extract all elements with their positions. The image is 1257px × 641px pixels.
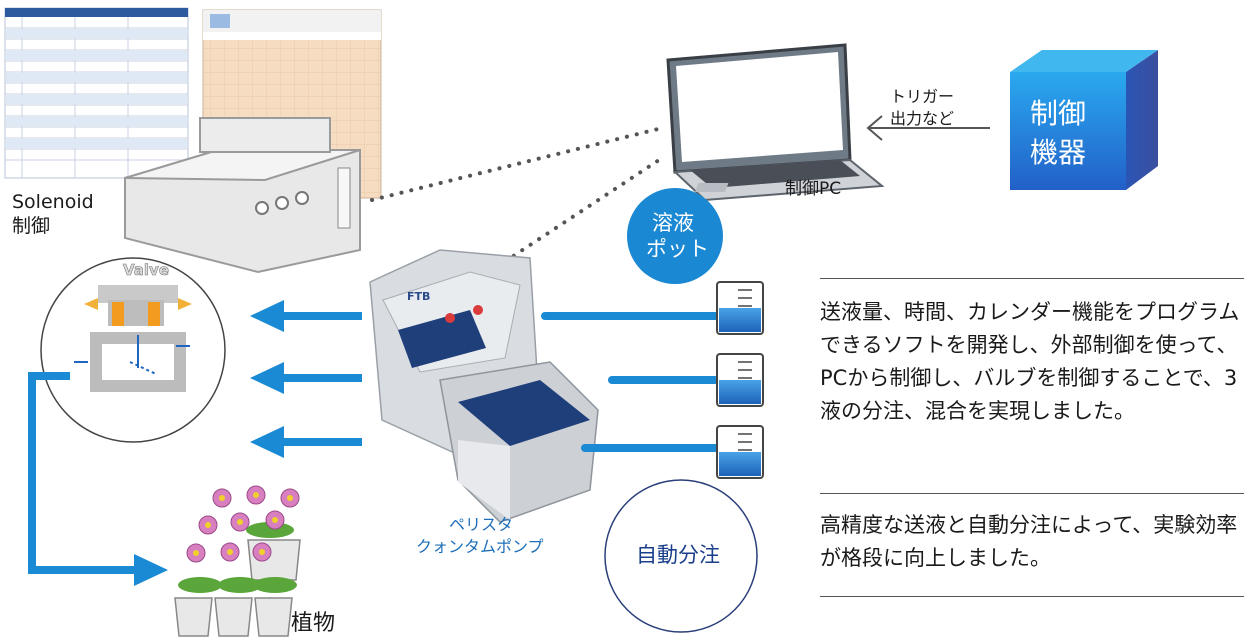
trigger-arrow	[866, 115, 990, 141]
peristaltic-pump-device: FTB	[369, 249, 599, 523]
pump-label-line1: ペリスタ	[449, 515, 513, 534]
divider-top	[820, 278, 1244, 279]
beaker-icon-1	[716, 281, 764, 335]
solenoid-label-line2: 制御	[12, 215, 51, 237]
pc-connection-dots	[370, 126, 664, 280]
pot-label-line1: 溶液	[652, 211, 694, 235]
pc-label: 制御PC	[785, 179, 841, 199]
control-device-label-line2: 機器	[1030, 136, 1086, 169]
valve-label: Valve	[123, 261, 169, 279]
solenoid-label-line1: Solenoid	[12, 191, 94, 213]
auto-dispense-badge	[604, 479, 758, 633]
valve-illustration: Valve	[40, 257, 226, 443]
control-device-box	[1010, 50, 1158, 190]
description-paragraph-1: 送液量、時間、カレンダー機能をプログラムできるソフトを開発し、外部制御を使って、…	[820, 300, 1240, 423]
trigger-label-line2: 出力など	[890, 109, 954, 128]
pump-label-line2: クォンタムポンプ	[416, 537, 544, 556]
plant-label: 植物	[291, 611, 336, 636]
laptop-icon	[666, 43, 885, 202]
plant-pots-illustration	[174, 485, 301, 637]
plant-feed-arrow	[28, 372, 168, 586]
description-paragraph-2: 高精度な送液と自動分注によって、実験効率が格段に向上しました。	[820, 513, 1238, 570]
solenoid-label: Solenoid 制御	[12, 190, 94, 238]
trigger-label-line1: トリガー	[890, 87, 954, 106]
output-arrows	[250, 300, 362, 458]
divider-middle	[820, 493, 1244, 494]
pump-brand-label: FTB	[407, 290, 430, 303]
divider-bottom	[820, 596, 1244, 597]
auto-dispense-label: 自動分注	[636, 543, 720, 567]
solenoid-controller-device	[124, 117, 361, 274]
control-device-label-line1: 制御	[1030, 97, 1086, 130]
solution-pot-badge	[627, 188, 723, 284]
supply-lines	[541, 312, 719, 452]
pot-label-line2: ポット	[646, 237, 709, 261]
schedule-table-screenshot	[4, 7, 189, 179]
beaker-icon-3	[716, 425, 764, 479]
beaker-icon-2	[716, 353, 764, 407]
